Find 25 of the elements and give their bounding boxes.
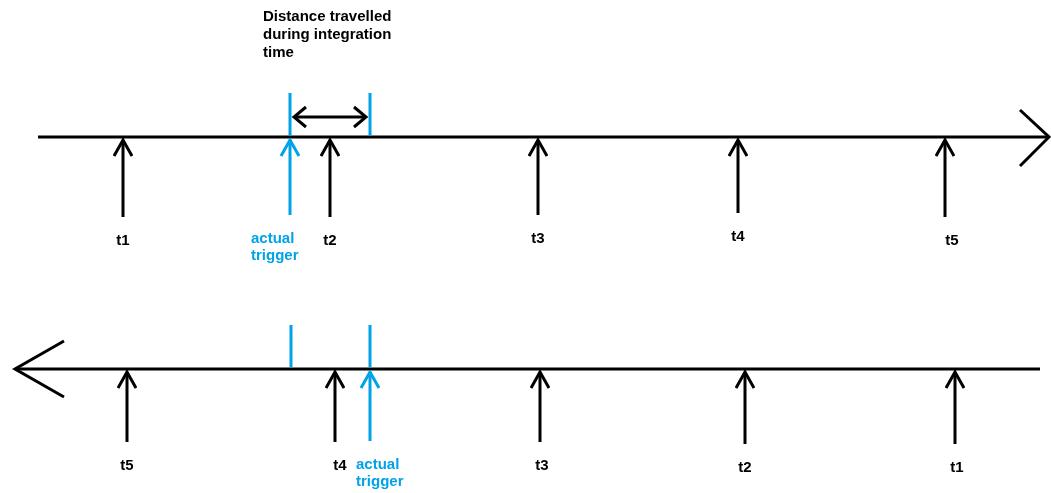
arrow: [359, 370, 381, 441]
time-label: t4: [328, 456, 352, 473]
arrow: [944, 370, 966, 444]
arrow: [112, 138, 134, 217]
time-label: t3: [526, 229, 550, 246]
arrow: [319, 138, 341, 217]
time-label: t5: [940, 231, 964, 248]
arrow: [116, 370, 138, 442]
time-label: t1: [945, 458, 969, 475]
time-label: actual trigger: [356, 455, 426, 489]
arrow: [734, 370, 756, 444]
time-label: t2: [733, 458, 757, 475]
time-label: t4: [726, 227, 750, 244]
arrow: [934, 138, 956, 217]
time-label: t3: [530, 456, 554, 473]
time-label: t2: [318, 231, 342, 248]
time-label: actual trigger: [251, 229, 321, 263]
time-label: t1: [111, 231, 135, 248]
arrow: [324, 370, 346, 442]
arrow: [529, 370, 551, 442]
arrow: [727, 138, 749, 213]
arrow: [279, 138, 301, 215]
annotation-text: Distance travelled during integration time: [263, 7, 393, 61]
time-label: t5: [115, 456, 139, 473]
arrow: [527, 138, 549, 215]
